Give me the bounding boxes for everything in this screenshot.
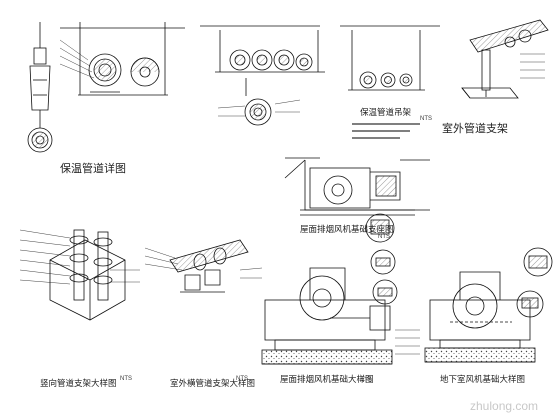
basement-fan-section	[424, 271, 536, 363]
pipe-clamp-series	[60, 22, 185, 96]
roof-fan-section-louvre	[365, 213, 395, 243]
roof-fan-section-gauges	[370, 249, 398, 305]
title-basement-fan-section: 地下室风机基础大样图	[440, 374, 525, 385]
vertical-fan-support	[49, 229, 126, 321]
leader-lines-tm	[217, 99, 301, 117]
title-insulated-pipe-detail: 保温管道详图	[60, 161, 126, 175]
title-roof-fan-section: 屋面排烟风机基础大样图	[280, 374, 374, 385]
leader-lines-tr	[520, 53, 545, 79]
roof-fan-pipe-support	[284, 157, 430, 216]
nts-roof-section: NTS	[360, 378, 372, 384]
outdoor-pipe-support	[461, 19, 549, 99]
insulated-pipe-detail	[27, 22, 53, 153]
leader-lines-bl	[19, 229, 140, 285]
leader-lines-br1	[395, 329, 420, 355]
title-roof-fan-pipe-support: 屋面排烟风机基础支座图	[300, 224, 394, 235]
leader-lines-bm	[144, 247, 263, 279]
outdoor-duct-support	[169, 239, 249, 293]
nts-hanger: NTS	[420, 116, 432, 122]
title-outdoor-pipe-support: 室外管道支架	[442, 121, 508, 135]
nts-vertical: NTS	[120, 376, 132, 382]
watermark: zhulong.com	[470, 399, 538, 413]
roof-fan-section	[261, 267, 393, 365]
title-vertical-fan-support: 竖向管道支架大样图	[40, 378, 117, 389]
nts-roof-fan: NTS	[378, 234, 390, 240]
leader-lines-tl	[59, 39, 95, 79]
hanger-notes	[352, 123, 420, 139]
insulation-pipe-hanger	[200, 25, 440, 126]
title-outdoor-duct-support: 室外横管道支架大样图	[170, 378, 255, 389]
basement-fan-gauges	[516, 247, 553, 318]
title-insulation-pipe-hanger: 保温管道吊架	[360, 107, 412, 118]
nts-outdoor-duct: NTS	[236, 376, 248, 382]
